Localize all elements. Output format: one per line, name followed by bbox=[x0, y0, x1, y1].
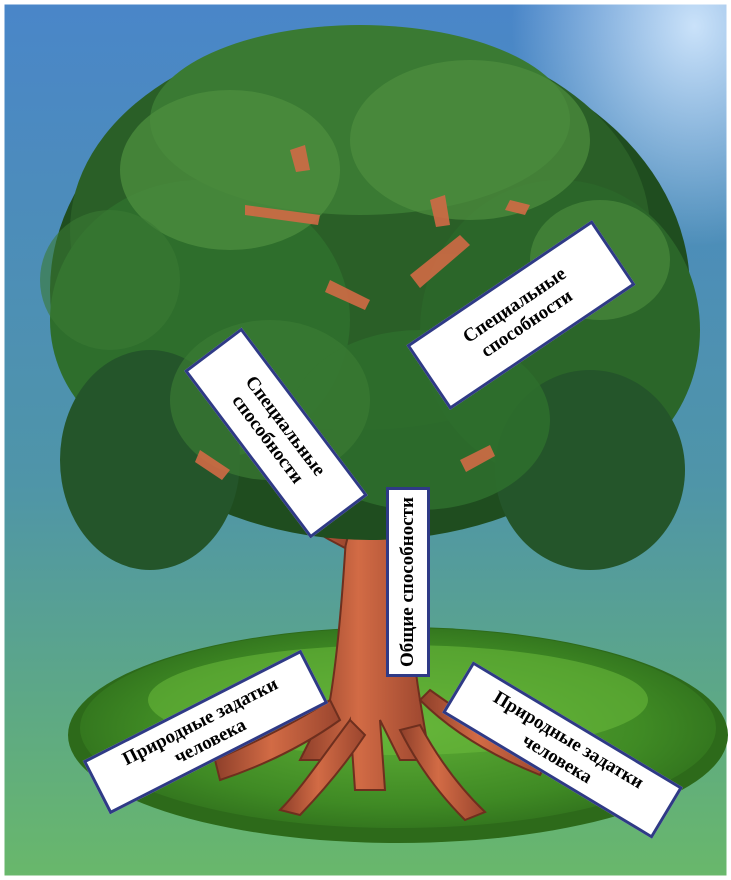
label-general-abilities: Общие способности bbox=[386, 487, 430, 677]
branch-highlights bbox=[195, 145, 530, 480]
